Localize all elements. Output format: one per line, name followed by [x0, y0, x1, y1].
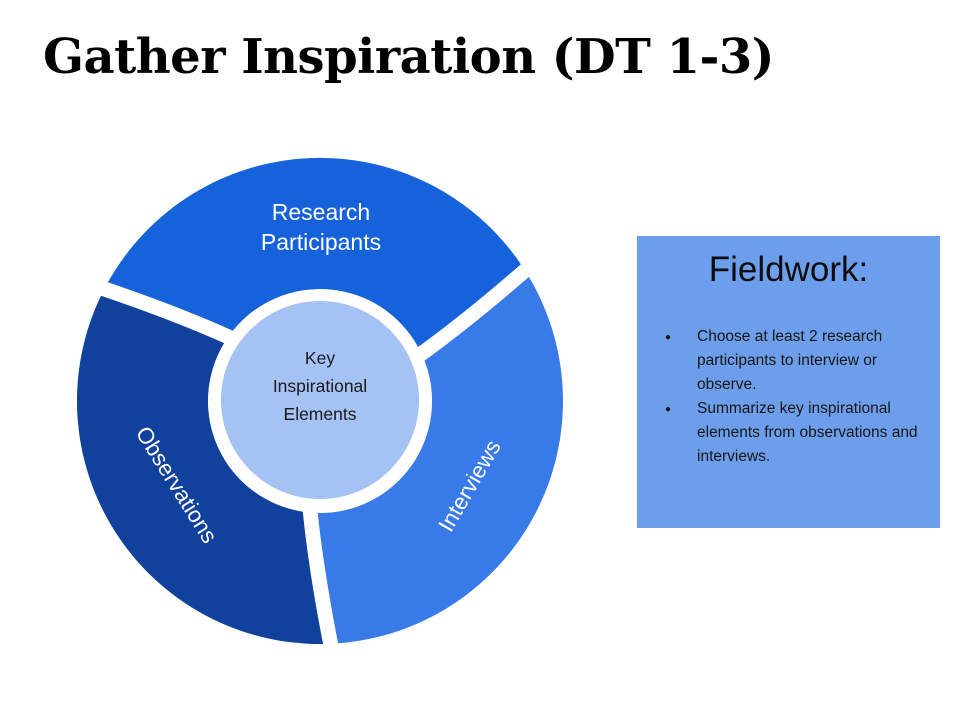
- fieldwork-bullet-text: Summarize key inspirational elements fro…: [697, 400, 918, 465]
- bullet-icon: ●: [665, 404, 672, 415]
- fieldwork-bullet-text: Choose at least 2 research participants …: [697, 328, 883, 393]
- center-hub-circle: [221, 301, 419, 499]
- fieldwork-bullet-list: ● Choose at least 2 research participant…: [637, 325, 940, 469]
- segment-research-participants: [107, 157, 521, 347]
- fieldwork-title: Fieldwork:: [708, 250, 869, 289]
- center-hub-label: Key Inspirational Elements: [272, 348, 368, 424]
- bullet-icon: ●: [665, 332, 672, 343]
- fieldwork-panel: Fieldwork: ● Choose at least 2 research …: [637, 236, 940, 528]
- fieldwork-bullet-item: ● Summarize key inspirational elements f…: [637, 397, 940, 469]
- fieldwork-bullet-item: ● Choose at least 2 research participant…: [637, 325, 940, 397]
- segment-observations: [76, 295, 324, 645]
- segment-interviews: [317, 276, 563, 644]
- segment-label-research-participants: Research Participants: [260, 199, 382, 255]
- slide-title: Gather Inspiration (DT 1-3): [43, 29, 775, 85]
